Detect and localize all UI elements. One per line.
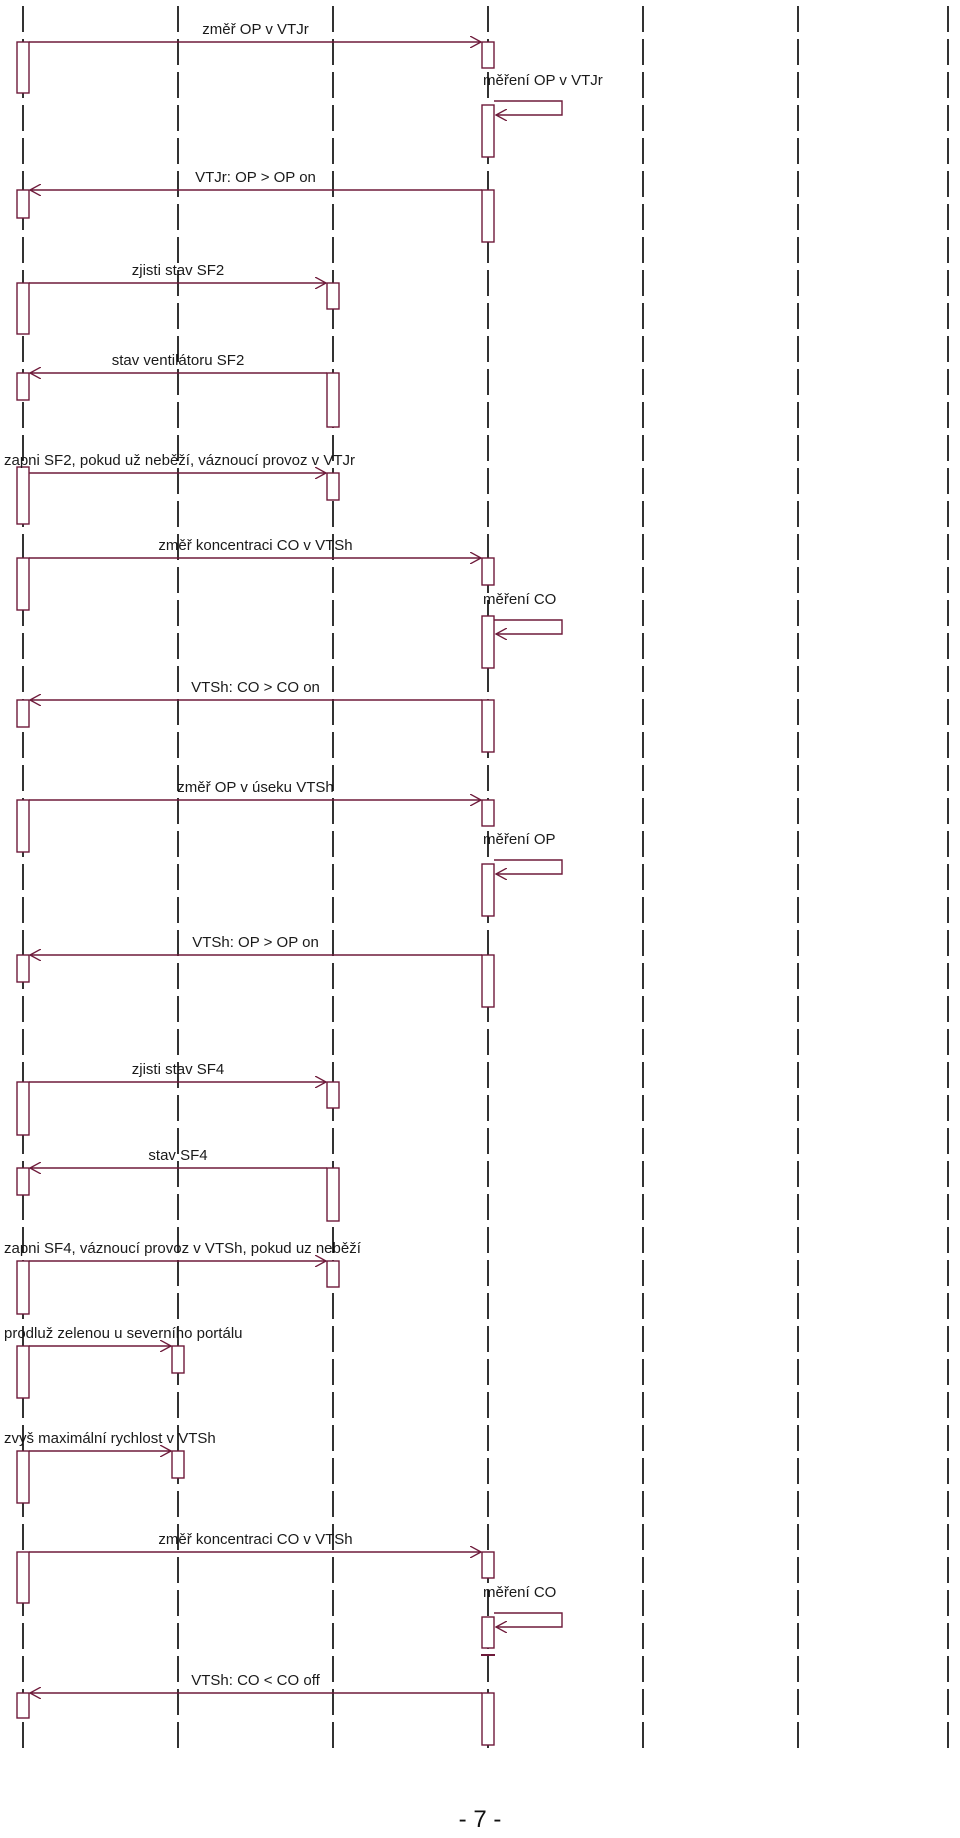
message-8: měření CO <box>483 591 563 634</box>
activation-bar <box>16 189 30 219</box>
message-label: stav ventilátoru SF2 <box>112 352 245 369</box>
activation-bar <box>481 954 495 1008</box>
self-message-arrow <box>494 100 563 115</box>
activation-bar <box>16 557 30 611</box>
message-label: změř koncentraci CO v VTSh <box>158 537 352 554</box>
message-15: zapni SF4, váznoucí provoz v VTSh, pokud… <box>4 1240 362 1261</box>
message-label: změř OP v úseku VTSh <box>177 779 333 796</box>
message-label: zjisti stav SF4 <box>132 1061 225 1078</box>
message-label: zjisti stav SF2 <box>132 262 225 279</box>
self-message-arrow <box>494 1612 563 1627</box>
activation-bar <box>481 104 495 158</box>
message-label: zapni SF4, váznoucí provoz v VTSh, pokud… <box>4 1240 362 1257</box>
activation-bar <box>16 1692 30 1719</box>
activation-bar <box>481 1551 495 1579</box>
message-label: měření OP v VTJr <box>483 72 603 89</box>
message-17: zvyš maximální rychlost v VTSh <box>4 1430 216 1451</box>
message-16: prodluž zelenou u severního portálu <box>4 1325 243 1346</box>
activation-bar <box>481 189 495 243</box>
activation-bar <box>16 41 30 94</box>
activation-bar <box>16 1345 30 1399</box>
message-label: zapni SF2, pokud už neběží, váznoucí pro… <box>4 452 355 469</box>
activation-bar <box>16 372 30 401</box>
message-18: změř koncentraci CO v VTSh <box>29 1531 481 1552</box>
self-message-arrow <box>494 619 563 634</box>
message-10: změř OP v úseku VTSh <box>29 779 481 800</box>
activation-bar <box>16 1167 30 1196</box>
activation-bar <box>326 472 340 501</box>
activation-bar <box>16 1081 30 1136</box>
message-7: změř koncentraci CO v VTSh <box>29 537 481 558</box>
activation-bar <box>326 372 340 428</box>
message-3: VTJr: OP > OP on <box>30 169 482 190</box>
activation-bar <box>481 557 495 586</box>
activation-bar <box>481 1692 495 1746</box>
message-label: měření CO <box>483 591 556 608</box>
message-5: stav ventilátoru SF2 <box>30 352 327 373</box>
activation-bar <box>171 1345 185 1374</box>
activation-bar <box>16 699 30 728</box>
activation-bar <box>326 1260 340 1288</box>
message-label: prodluž zelenou u severního portálu <box>4 1325 243 1342</box>
message-label: VTSh: CO < CO off <box>191 1672 320 1689</box>
message-9: VTSh: CO > CO on <box>30 679 482 700</box>
activation-bar <box>326 282 340 310</box>
activation-bar <box>16 1260 30 1315</box>
message-6: zapni SF2, pokud už neběží, váznoucí pro… <box>4 452 355 473</box>
message-1: změř OP v VTJr <box>29 21 481 42</box>
activation-bar <box>16 1551 30 1604</box>
activation-bar <box>326 1081 340 1109</box>
message-label: stav SF4 <box>148 1147 207 1164</box>
activation-bar <box>171 1450 185 1479</box>
activation-bar <box>481 615 495 669</box>
message-4: zjisti stav SF2 <box>29 262 326 283</box>
activation-bar <box>481 41 495 69</box>
message-label: zvyš maximální rychlost v VTSh <box>4 1430 216 1447</box>
message-label: VTSh: CO > CO on <box>191 679 320 696</box>
message-19: měření CO <box>483 1584 563 1627</box>
message-20: VTSh: CO < CO off <box>30 1672 482 1693</box>
activation-bar <box>16 954 30 983</box>
activation-bar <box>481 799 495 827</box>
activation-bar <box>16 282 30 335</box>
message-12: VTSh: OP > OP on <box>30 934 482 955</box>
activation-bar <box>16 466 30 525</box>
activation-bar <box>481 699 495 753</box>
activation-bar <box>326 1167 340 1222</box>
activation-bar <box>16 1450 30 1504</box>
activation-bar <box>481 1616 495 1649</box>
self-message-arrow <box>494 859 563 874</box>
message-label: změř OP v VTJr <box>202 21 308 38</box>
message-label: VTSh: OP > OP on <box>192 934 319 951</box>
message-2: měření OP v VTJr <box>483 72 603 115</box>
message-label: VTJr: OP > OP on <box>195 169 316 186</box>
activation-bar <box>16 799 30 853</box>
message-11: měření OP <box>483 831 563 874</box>
message-13: zjisti stav SF4 <box>29 1061 326 1082</box>
page-number: - 7 - <box>458 1806 502 1833</box>
message-label: měření CO <box>483 1584 556 1601</box>
activation-bar <box>481 863 495 917</box>
message-label: měření OP <box>483 831 556 848</box>
message-14: stav SF4 <box>30 1147 327 1168</box>
message-label: změř koncentraci CO v VTSh <box>158 1531 352 1548</box>
